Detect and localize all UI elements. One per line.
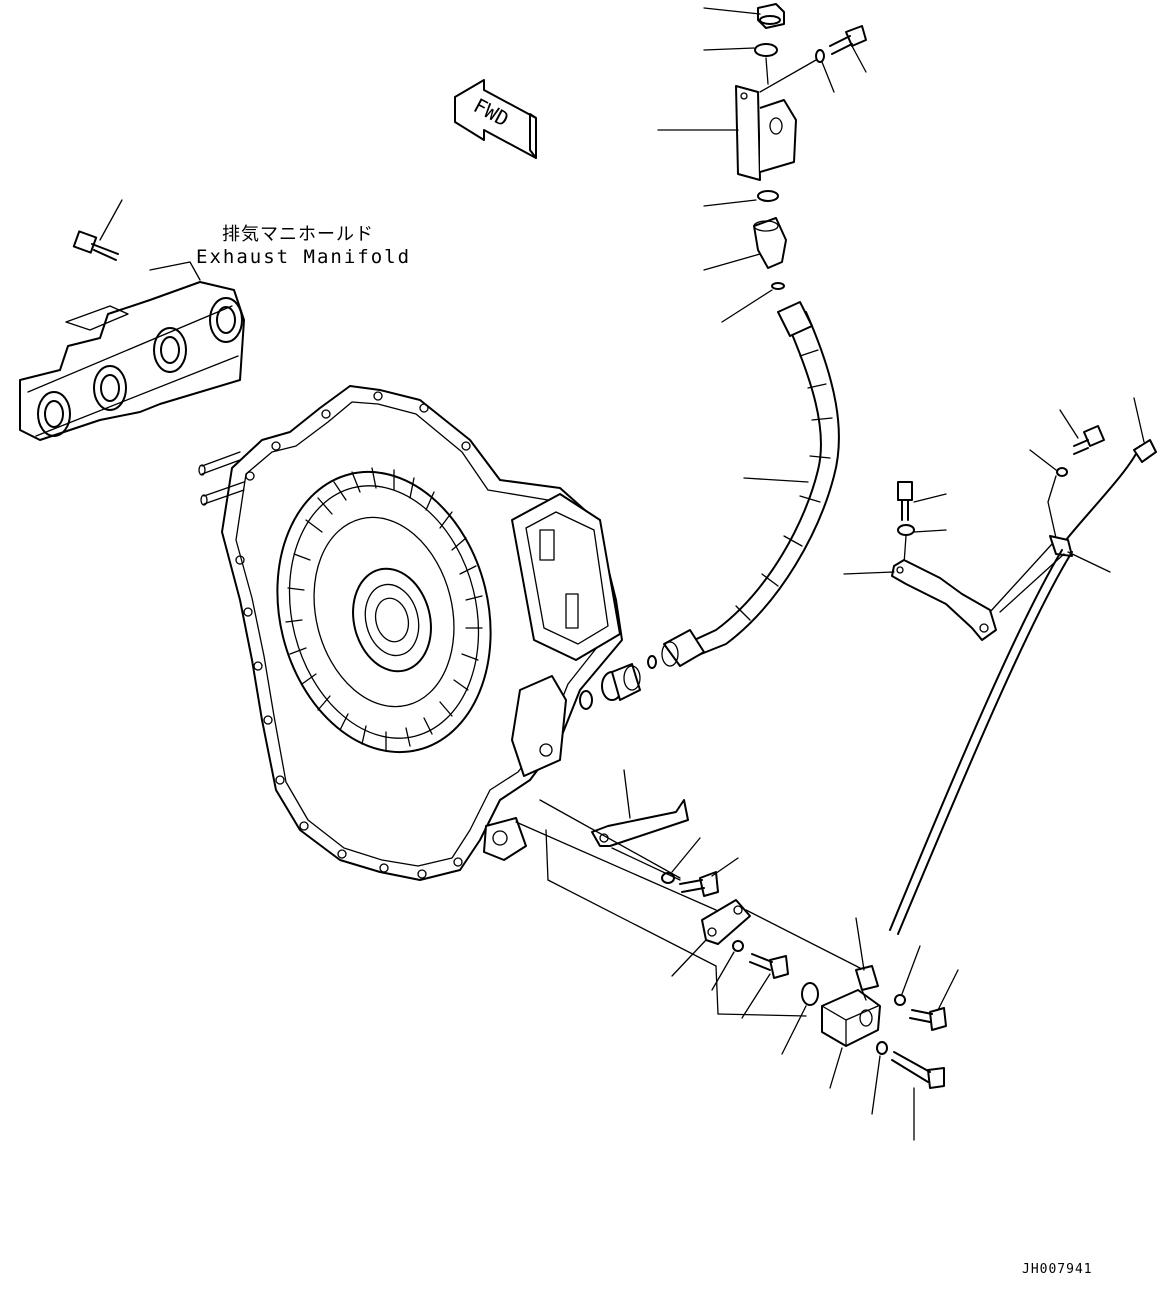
manifold-label-en: Exhaust Manifold	[196, 246, 412, 268]
flywheel	[276, 467, 492, 754]
exhaust-manifold	[19, 261, 245, 441]
lower-fitting-block	[821, 917, 959, 1141]
hydraulic-hose	[661, 301, 840, 667]
cable-assembly	[889, 397, 1157, 935]
drawing-code: JH007941	[1022, 1262, 1093, 1277]
flange-bolt-holes	[235, 391, 471, 879]
manifold-bolt	[72, 199, 123, 261]
lower-bracket	[515, 769, 861, 1055]
sensor-stack	[657, 3, 867, 323]
flywheel-segments	[285, 467, 483, 751]
control-valve-block	[483, 493, 621, 861]
manifold-label-jp: 排気マニホールド	[222, 224, 374, 245]
upper-bracket	[843, 481, 1053, 641]
port-o-ring	[647, 655, 657, 669]
lower-o-ring	[801, 982, 819, 1006]
top-o-ring	[754, 43, 778, 57]
hose-braid	[735, 349, 833, 621]
fwd-arrow-icon: FWD	[454, 79, 537, 159]
sensor-bracket	[735, 85, 761, 181]
elbow-fitting	[753, 217, 787, 269]
port-adapter	[579, 655, 657, 710]
